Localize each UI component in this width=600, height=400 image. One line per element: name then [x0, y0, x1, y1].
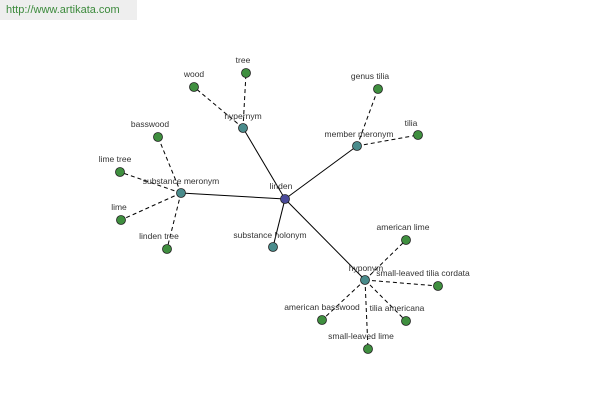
edge-member-meronym-tilia	[356, 134, 419, 147]
edge-linden-member-meronym	[284, 145, 358, 200]
node-substance-meronym[interactable]	[176, 188, 186, 198]
node-lime[interactable]	[116, 215, 126, 225]
label-substance-holonym: substance holonym	[233, 230, 306, 240]
node-linden-tree[interactable]	[162, 244, 172, 254]
node-lime-tree[interactable]	[115, 167, 125, 177]
edge-linden-substance-meronym	[180, 192, 286, 200]
label-tree: tree	[236, 55, 251, 65]
node-member-meronym[interactable]	[352, 141, 362, 151]
label-hypernym: hypernym	[224, 111, 261, 121]
label-tilia: tilia	[405, 118, 418, 128]
node-genus-tilia[interactable]	[373, 84, 383, 94]
node-tilia[interactable]	[413, 130, 423, 140]
edge-linden-hypernym	[242, 127, 286, 200]
edge-hypernym-tree	[242, 72, 247, 129]
label-american-lime: american lime	[377, 222, 430, 232]
graph-labels: hypernym wood tree member meronym genus tili…	[99, 55, 470, 341]
node-american-basswood[interactable]	[317, 315, 327, 325]
node-small-leaved-lime[interactable]	[363, 344, 373, 354]
edge-linden-hyponym	[284, 198, 366, 281]
watermark-url: http://www.artikata.com	[0, 0, 137, 20]
graph-edges	[119, 72, 439, 350]
label-member-meronym: member meronym	[325, 129, 394, 139]
label-tilia-americana: tilia americana	[370, 303, 425, 313]
edge-substance-meronym-linden-tree	[166, 192, 182, 250]
node-substance-holonym[interactable]	[268, 242, 278, 252]
edge-hypernym-wood	[193, 86, 244, 129]
edge-hyponym-small-leaved-tilia-cordata	[364, 279, 439, 287]
graph-nodes	[115, 68, 443, 354]
label-substance-meronym: substance meronym	[143, 176, 220, 186]
edge-hyponym-american-basswood	[321, 279, 366, 321]
label-lime: lime	[111, 202, 127, 212]
node-linden[interactable]	[280, 194, 290, 204]
node-hypernym[interactable]	[238, 123, 248, 133]
node-tree[interactable]	[241, 68, 251, 78]
edge-substance-meronym-lime	[120, 192, 182, 221]
node-basswood[interactable]	[153, 132, 163, 142]
label-lime-tree: lime tree	[99, 154, 132, 164]
edge-substance-meronym-basswood	[157, 136, 182, 194]
edge-linden-substance-holonym	[272, 198, 286, 248]
label-genus-tilia: genus tilia	[351, 71, 390, 81]
edge-member-meronym-genus-tilia	[356, 88, 379, 147]
label-linden-tree: linden tree	[139, 231, 179, 241]
node-hyponym[interactable]	[360, 275, 370, 285]
label-american-basswood: american basswood	[284, 302, 360, 312]
edge-hyponym-american-lime	[364, 239, 407, 281]
label-small-leaved-lime: small-leaved lime	[328, 331, 394, 341]
edge-hyponym-tilia-americana	[364, 279, 407, 322]
label-basswood: basswood	[131, 119, 170, 129]
label-hyponym: hyponym	[349, 263, 384, 273]
node-wood[interactable]	[189, 82, 199, 92]
label-small-leaved-tilia-cordata: small-leaved tilia cordata	[376, 268, 470, 278]
edge-hyponym-small-leaved-lime	[364, 279, 369, 350]
node-american-lime[interactable]	[401, 235, 411, 245]
node-small-leaved-tilia-cordata[interactable]	[433, 281, 443, 291]
label-linden: linden	[270, 181, 293, 191]
edge-substance-meronym-lime-tree	[119, 171, 182, 194]
node-tilia-americana[interactable]	[401, 316, 411, 326]
label-wood: wood	[183, 69, 205, 79]
